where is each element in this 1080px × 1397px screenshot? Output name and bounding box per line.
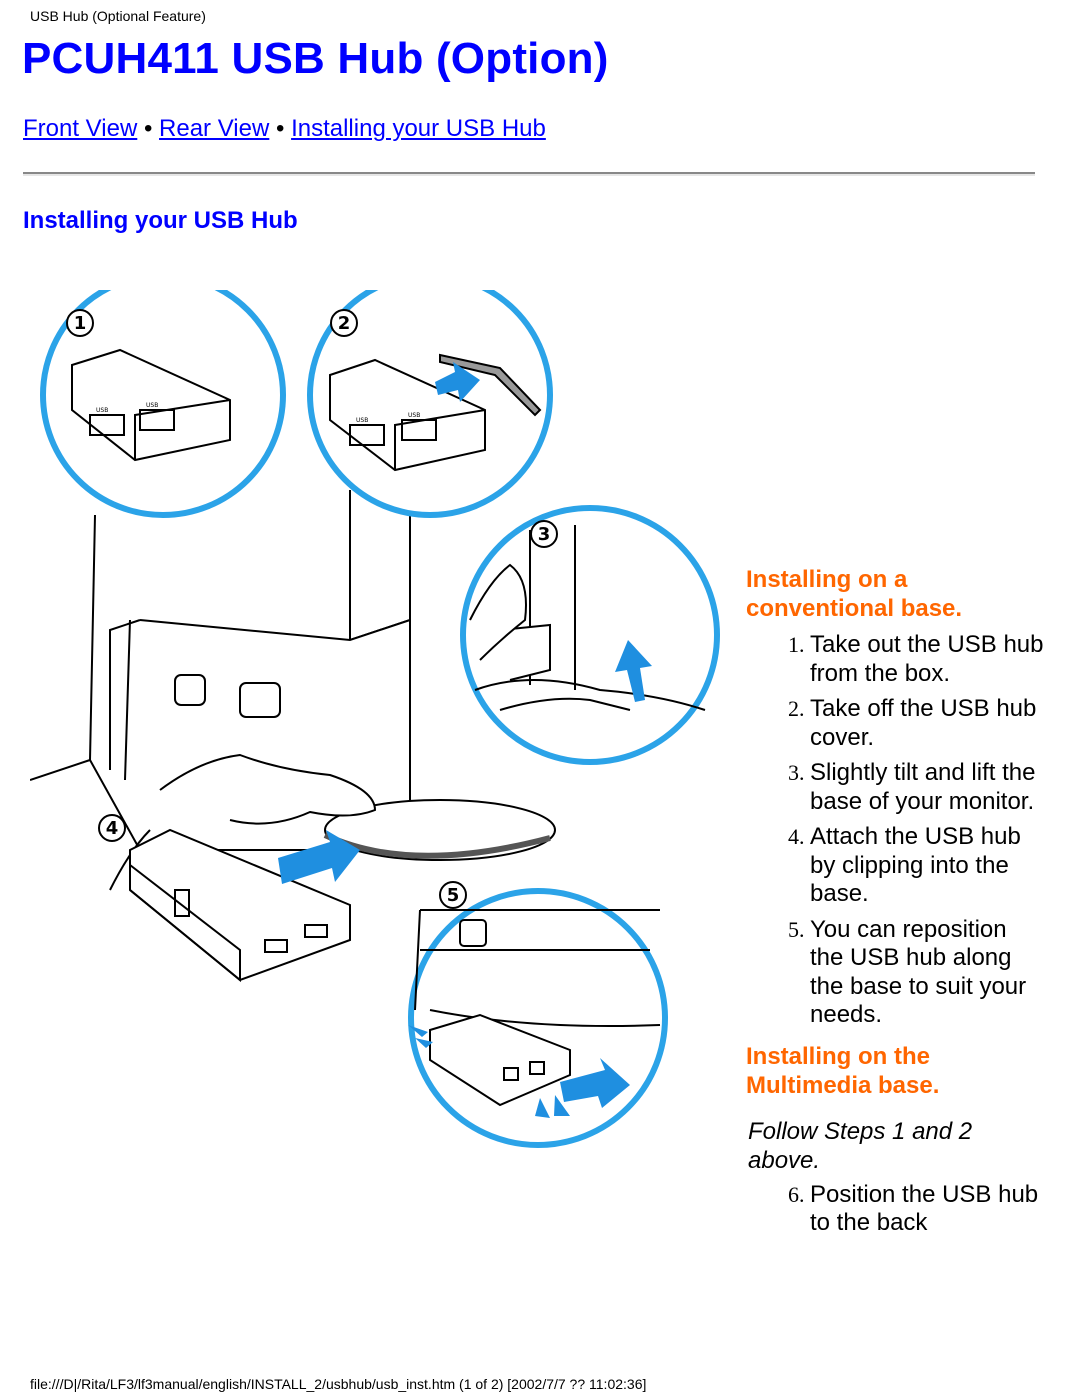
callout-circle-3 bbox=[460, 505, 720, 765]
step-badge-4: 4 bbox=[98, 814, 126, 842]
step-badge-3: 3 bbox=[530, 520, 558, 548]
hand bbox=[159, 753, 377, 825]
multimedia-base-heading: Installing on the Multimedia base. bbox=[746, 1042, 940, 1099]
port-label: USB bbox=[96, 407, 108, 414]
arrow-step3 bbox=[615, 640, 652, 702]
file-path-footer: file:///D|/Rita/LF3/lf3manual/english/IN… bbox=[30, 1376, 647, 1392]
step-badge-1: 1 bbox=[66, 309, 94, 337]
monitor-vent-2 bbox=[239, 682, 281, 718]
horizontal-rule bbox=[23, 172, 1035, 176]
step-number-5: 5 bbox=[447, 885, 460, 906]
list-item: Slightly tilt and lift the base of your … bbox=[810, 759, 1046, 816]
nav-link-front-view[interactable]: Front View bbox=[23, 115, 138, 142]
monitor-vent-1 bbox=[174, 674, 206, 706]
step-number-1: 1 bbox=[74, 313, 87, 334]
nav-separator: • bbox=[269, 115, 292, 142]
follow-steps-note: Follow Steps 1 and 2 above. bbox=[748, 1117, 973, 1174]
instructions-column: Installing on a conventional base. Take … bbox=[746, 565, 1046, 1245]
section-nav: Front View • Rear View • Installing your… bbox=[23, 115, 546, 143]
conventional-steps-list: Take out the USB hub from the box. Take … bbox=[746, 631, 1046, 1030]
list-item: Take off the USB hub cover. bbox=[810, 695, 1046, 752]
arrow-step2 bbox=[435, 362, 480, 402]
step-badge-2: 2 bbox=[330, 309, 358, 337]
nav-link-installing-usb-hub[interactable]: Installing your USB Hub bbox=[291, 115, 546, 142]
arrow-step4 bbox=[278, 830, 360, 884]
list-item: Take out the USB hub from the box. bbox=[810, 631, 1046, 688]
installation-illustration: 1 2 3 4 5 USB USB USB USB bbox=[30, 290, 720, 1148]
page-title: PCUH411 USB Hub (Option) bbox=[22, 34, 609, 83]
port-label: USB bbox=[146, 402, 158, 409]
port-label: USB bbox=[408, 412, 420, 419]
step-number-2: 2 bbox=[338, 313, 351, 334]
step-number-4: 4 bbox=[106, 818, 119, 839]
step-badge-5: 5 bbox=[439, 881, 467, 909]
monitor-base bbox=[324, 799, 556, 861]
step-number-3: 3 bbox=[538, 524, 551, 545]
nav-separator: • bbox=[137, 115, 160, 142]
multimedia-steps-list: Position the USB hub to the back bbox=[746, 1181, 1046, 1238]
page-label: USB Hub (Optional Feature) bbox=[30, 8, 206, 24]
section-heading: Installing your USB Hub bbox=[23, 207, 298, 234]
list-item: Attach the USB hub by clipping into the … bbox=[810, 823, 1046, 909]
list-item: Position the USB hub to the back bbox=[810, 1181, 1046, 1238]
list-item: You can reposition the USB hub along the… bbox=[810, 916, 1046, 1030]
nav-link-rear-view[interactable]: Rear View bbox=[159, 115, 270, 142]
arrow-step5 bbox=[560, 1058, 630, 1108]
conventional-base-heading: Installing on a conventional base. bbox=[746, 566, 963, 622]
port-label: USB bbox=[356, 417, 368, 424]
